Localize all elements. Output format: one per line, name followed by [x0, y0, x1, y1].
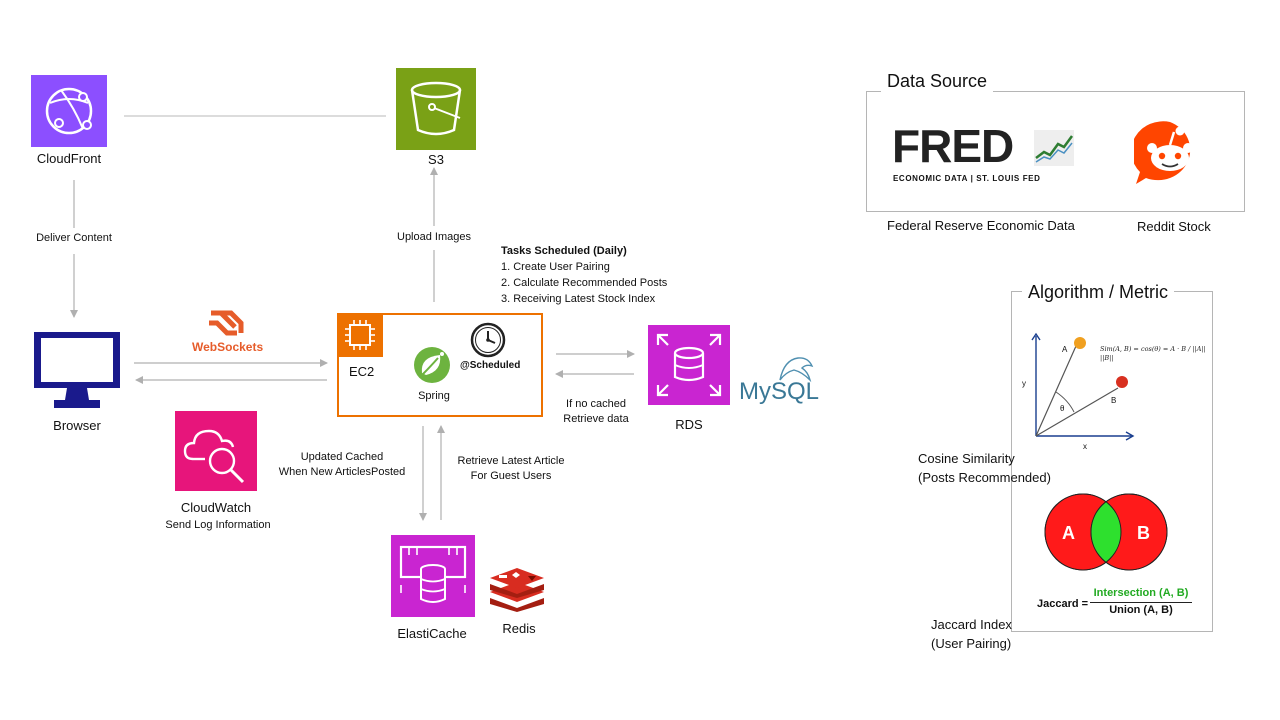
no-cache-label-2: Retrieve data [563, 413, 629, 425]
no-cache-label-1: If no cached [566, 398, 626, 410]
jaccard-caption-1: Jaccard Index [931, 617, 1012, 632]
elasticache-icon [391, 535, 475, 617]
ec2-badge [337, 313, 383, 357]
reddit-caption: Reddit Stock [1137, 219, 1211, 234]
cosine-caption-1: Cosine Similarity [918, 451, 1015, 466]
cosine-figure: y x A B θ [1022, 332, 1135, 451]
cloudwatch-caption: Send Log Information [165, 519, 271, 531]
scheduled-clock [469, 321, 507, 359]
data-source-panel [866, 91, 1245, 212]
jaccard-numerator: Intersection (A, B) [1093, 587, 1189, 599]
theta-label: θ [1060, 404, 1065, 413]
vector-a-label: A [1062, 345, 1068, 354]
s3-label: S3 [428, 152, 444, 167]
cosine-formula: Sim(A, B) = cos(θ) = A · B / ||A|| ||B|| [1100, 345, 1206, 362]
scheduled-label: @Scheduled [460, 360, 521, 371]
websockets-logo [207, 309, 245, 337]
task-item-3: 3. Receiving Latest Stock Index [501, 293, 656, 305]
s3-tile [396, 68, 476, 150]
upload-images-label: Upload Images [397, 231, 471, 243]
data-source-title: Data Source [881, 71, 994, 92]
mysql-dolphin [776, 354, 816, 384]
elasticache-tile [391, 535, 475, 617]
updated-cached-label-1: Updated Cached [300, 451, 384, 463]
vector-a [1035, 345, 1077, 437]
venn-intersection [1091, 494, 1121, 570]
browser-label: Browser [53, 418, 101, 433]
chart-icon [1034, 130, 1074, 166]
mysql-logo: MySQL [739, 378, 819, 406]
dolphin-icon [779, 357, 814, 383]
axis-x-label: x [1083, 442, 1087, 451]
cloudfront-label: CloudFront [36, 151, 102, 166]
websockets-label: WebSockets [192, 340, 264, 354]
ec2-label: EC2 [349, 364, 375, 379]
bucket-icon [396, 68, 476, 150]
venn-a-label: A [1062, 523, 1075, 543]
spring-logo [412, 345, 452, 385]
monitor-icon [34, 332, 120, 408]
cloudwatch-label: CloudWatch [180, 500, 252, 515]
axis-y-label: y [1022, 379, 1026, 388]
retrieve-latest-label-1: Retrieve Latest Article [457, 455, 565, 467]
tasks-title: Tasks Scheduled (Daily) [501, 245, 627, 257]
apple-b-icon [1116, 376, 1128, 388]
apple-a-icon [1074, 337, 1086, 349]
redis-icon [490, 568, 544, 612]
retrieve-latest-label-2: For Guest Users [470, 470, 552, 482]
mysql-label: MySQL [739, 378, 820, 405]
vector-b-label: B [1111, 396, 1116, 405]
vector-b [1035, 387, 1119, 437]
redis-logo [486, 562, 548, 612]
websockets-icon [209, 310, 244, 336]
deliver-content-label: Deliver Content [36, 232, 112, 244]
venn-b-label: B [1137, 523, 1150, 543]
chip-icon [337, 313, 383, 357]
jaccard-label: Jaccard = [1037, 598, 1089, 610]
task-item-1: 1. Create User Pairing [501, 261, 610, 273]
spring-label: Spring [418, 390, 450, 402]
rds-icon [648, 325, 730, 405]
clock-icon [470, 322, 506, 358]
cloudfront-tile [31, 75, 107, 147]
cosine-caption-2: (Posts Recommended) [918, 470, 1051, 485]
cloudfront-icon [31, 75, 107, 147]
elasticache-label: ElastiCache [397, 626, 467, 641]
cloudwatch-icon [175, 411, 257, 491]
reddit-icon [1134, 121, 1193, 184]
rds-label: RDS [675, 417, 703, 432]
fred-chart [1034, 130, 1074, 166]
jaccard-denominator: Union (A, B) [1109, 604, 1173, 616]
fred-logo-text: FRED [892, 120, 1014, 172]
reddit-logo [1134, 120, 1206, 186]
cloudwatch-tile [175, 411, 257, 491]
fred-tagline: ECONOMIC DATA | ST. LOUIS FED [893, 174, 1041, 183]
fred-caption: Federal Reserve Economic Data [887, 218, 1075, 233]
browser-tile [32, 330, 122, 410]
jaccard-venn: A B [1044, 493, 1168, 571]
redis-label: Redis [502, 621, 536, 636]
jaccard-fraction-bar [1090, 602, 1192, 603]
spring-leaf-icon [414, 347, 450, 383]
updated-cached-label-2: When New ArticlesPosted [278, 466, 406, 478]
algorithm-title: Algorithm / Metric [1022, 282, 1175, 303]
jaccard-caption-2: (User Pairing) [931, 636, 1012, 651]
task-item-2: 2. Calculate Recommended Posts [501, 277, 668, 289]
rds-tile [648, 325, 730, 405]
ec2-group [337, 313, 543, 417]
